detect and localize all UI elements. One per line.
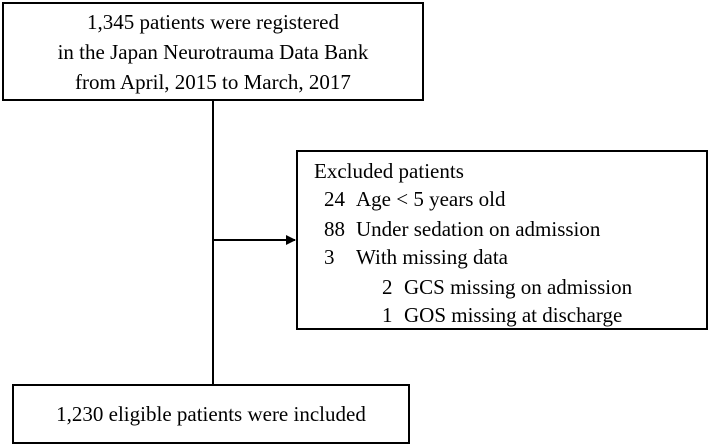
excluded-item-count: 88	[324, 217, 345, 241]
registered-patients-box: 1,345 patients were registered in the Ja…	[2, 2, 424, 101]
included-text: 1,230 eligible patients were included	[56, 402, 366, 426]
excluded-title: Excluded patients	[314, 159, 464, 183]
excluded-item-count: 3	[324, 245, 335, 269]
excluded-subitem-label: GOS missing at discharge	[404, 303, 623, 327]
excluded-patients-box: Excluded patients 24 Age < 5 years old 8…	[296, 150, 708, 330]
excluded-subitem-count: 2	[382, 275, 393, 299]
excluded-item-count: 24	[324, 187, 345, 211]
excluded-item-label: Under sedation on admission	[356, 217, 601, 241]
excluded-subitem-label: GCS missing on admission	[404, 275, 633, 299]
excluded-item-label: Age < 5 years old	[356, 187, 506, 211]
registered-line-2: in the Japan Neurotrauma Data Bank	[57, 40, 369, 64]
excluded-item-label: With missing data	[356, 245, 508, 269]
included-patients-box: 1,230 eligible patients were included	[12, 384, 410, 444]
registered-line-3: from April, 2015 to March, 2017	[75, 70, 351, 94]
excluded-subitem-count: 1	[382, 303, 393, 327]
registered-line-1: 1,345 patients were registered	[87, 10, 339, 34]
